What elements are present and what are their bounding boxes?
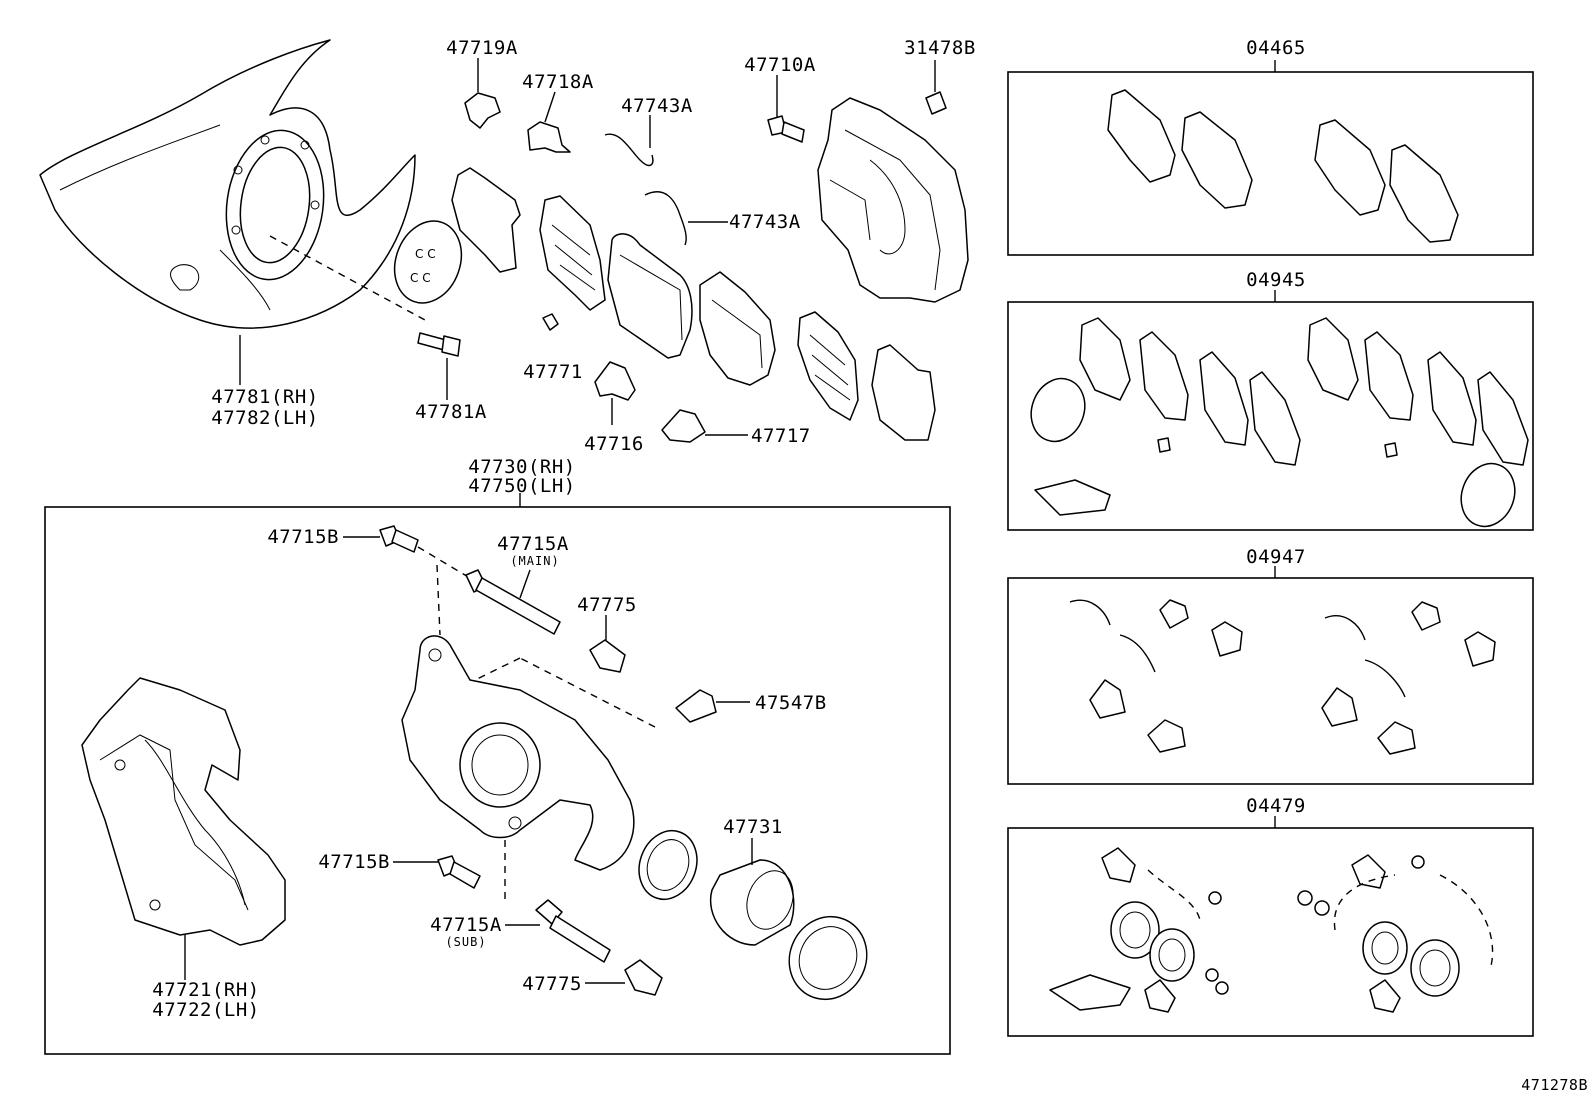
bolt-47781A[interactable] <box>417 332 461 400</box>
kit-04479-parts[interactable] <box>1049 847 1494 1013</box>
label-main-note: (MAIN) <box>510 554 560 568</box>
pad-shim-c[interactable] <box>871 344 936 441</box>
bolt-47715B-top[interactable] <box>343 525 471 636</box>
label-47715A-sub: 47715A <box>430 914 502 936</box>
label-47715B-bottom: 47715B <box>318 851 390 873</box>
brake-pad-inner[interactable] <box>607 233 693 359</box>
kit-04465-parts[interactable] <box>1107 89 1459 243</box>
label-47730-rh: 47730(RH) <box>468 456 576 478</box>
anti-squeal-shim[interactable]: C C C C <box>384 212 473 313</box>
kit-box-04479 <box>1007 827 1534 1037</box>
brake-pad-outer[interactable] <box>699 271 776 386</box>
label-47771: 47771 <box>523 361 583 383</box>
label-31478B: 31478B <box>904 37 976 59</box>
clip-47719A[interactable] <box>464 58 501 129</box>
pad-shim-outer[interactable] <box>451 167 521 273</box>
cap-31478B[interactable] <box>925 60 947 115</box>
label-47719A: 47719A <box>446 37 518 59</box>
cylinder-body[interactable] <box>401 635 635 900</box>
label-47710A: 47710A <box>744 54 816 76</box>
pad-shim-b[interactable] <box>797 311 859 421</box>
label-47775-bottom: 47775 <box>522 973 582 995</box>
kit-box-04945 <box>1007 301 1534 531</box>
label-47722-lh: 47722(LH) <box>152 999 260 1021</box>
label-47781A: 47781A <box>415 401 487 423</box>
label-47718A: 47718A <box>522 71 594 93</box>
label-47782-lh: 47782(LH) <box>211 407 319 429</box>
label-47781-rh: 47781(RH) <box>211 386 319 408</box>
kit-box-04947 <box>1007 577 1534 785</box>
label-47715A-main: 47715A <box>497 533 569 555</box>
kit-label-04947: 04947 <box>1246 546 1306 568</box>
label-47715B-top: 47715B <box>267 526 339 548</box>
boot-47775-bottom[interactable] <box>585 959 663 996</box>
label-sub-note: (SUB) <box>445 935 487 949</box>
bolt-47710A[interactable] <box>767 75 805 143</box>
svg-text:C C: C C <box>415 247 436 261</box>
kit-04947-parts[interactable] <box>1069 599 1496 755</box>
clip-47716[interactable] <box>594 361 636 425</box>
svg-text:C C: C C <box>410 271 431 285</box>
boot-47775-top[interactable] <box>589 615 626 673</box>
piston-47731[interactable] <box>709 838 801 946</box>
pad-shim-a[interactable] <box>539 195 606 311</box>
diagram-id: 471278B <box>1521 1076 1588 1094</box>
guide-pin-main[interactable] <box>465 569 561 635</box>
label-47721-rh: 47721(RH) <box>152 979 260 1001</box>
guide-pin-sub[interactable] <box>505 899 611 963</box>
bolt-47715B-bottom[interactable] <box>393 855 481 889</box>
label-47750-lh: 47750(LH) <box>468 475 576 497</box>
caliper-assembly-box <box>44 506 951 1055</box>
dust-shield[interactable] <box>39 39 426 385</box>
kit-04945-parts[interactable] <box>1023 317 1529 534</box>
spring-47743A-right[interactable] <box>644 191 728 246</box>
label-47775-top: 47775 <box>577 594 637 616</box>
label-47743A-top: 47743A <box>621 95 693 117</box>
label-47731: 47731 <box>723 816 783 838</box>
bleeder-47547B[interactable] <box>474 657 750 728</box>
spring-47743A-top[interactable] <box>604 115 654 167</box>
boot-seal-large[interactable] <box>776 904 880 1012</box>
caliper-assembly-top[interactable] <box>817 97 969 303</box>
label-47717: 47717 <box>751 425 811 447</box>
torque-plate[interactable] <box>81 677 286 980</box>
kit-label-04465-text: 04465 <box>1246 37 1306 59</box>
piston-seal[interactable] <box>630 823 707 908</box>
insulator-47771[interactable] <box>542 313 559 331</box>
kit-label-04945: 04945 <box>1246 269 1306 291</box>
clip-47717[interactable] <box>661 409 748 443</box>
kit-label-04479: 04479 <box>1246 795 1306 817</box>
label-47743A-right: 47743A <box>729 211 801 233</box>
label-47716: 47716 <box>584 433 644 455</box>
kit-box-04465 <box>1007 71 1534 256</box>
clip-47718A[interactable] <box>527 91 571 153</box>
label-47547B: 47547B <box>755 692 827 714</box>
